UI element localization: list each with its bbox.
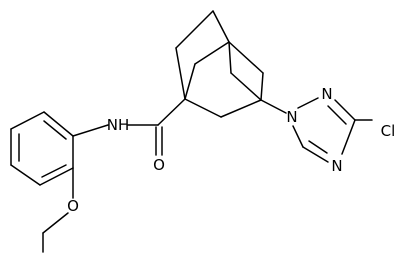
bond-ether-o-to-ch2 bbox=[42, 212, 69, 234]
atom-n4-label: N bbox=[331, 157, 342, 175]
bond-c-to-carbonyl bbox=[157, 98, 186, 126]
bond-adamantane-11 bbox=[230, 72, 262, 101]
bond-c3-to-n4 bbox=[341, 119, 356, 155]
bond-ring-4 bbox=[10, 164, 41, 186]
bond-adamantane-2 bbox=[212, 10, 230, 43]
bond-n2-to-c3-b bbox=[327, 105, 347, 125]
bond-nh-to-ring bbox=[72, 124, 109, 137]
atom-labels: NH O O N N N Cl bbox=[67, 85, 395, 215]
bond-ring-5 bbox=[39, 167, 74, 186]
bonds bbox=[10, 10, 373, 253]
atom-ether-o-label: O bbox=[67, 197, 79, 215]
bond-n1-to-n2 bbox=[297, 97, 319, 109]
bond-adamantane-8 bbox=[184, 63, 196, 100]
bond-c5-n4-inner bbox=[308, 140, 328, 154]
bond-c5-to-n1 bbox=[292, 125, 304, 148]
bond-n4-to-c5 bbox=[302, 146, 329, 163]
bond-adamantane-6 bbox=[260, 72, 264, 101]
bond-ring-2 bbox=[10, 111, 45, 130]
atom-carbonyl-o-label: O bbox=[153, 156, 165, 174]
atom-cl-label: Cl bbox=[381, 122, 396, 140]
bond-adamantane-7 bbox=[220, 99, 262, 118]
bond-adamantane-5 bbox=[184, 98, 222, 118]
bond-ring-1 bbox=[43, 111, 74, 137]
bond-ring-inner-1 bbox=[43, 120, 67, 140]
bond-adamantane-9 bbox=[194, 41, 230, 65]
atom-nh-label: NH bbox=[107, 116, 130, 134]
atom-n1-label: N bbox=[286, 108, 297, 126]
bond-adamantane-4 bbox=[228, 41, 264, 74]
bond-adamantane-3 bbox=[175, 47, 186, 100]
bond-adamantane-to-n1 bbox=[260, 99, 287, 114]
bond-ring-inner-3 bbox=[41, 164, 67, 178]
bond-adamantane-10 bbox=[228, 41, 232, 74]
bond-n2-to-c3-a bbox=[334, 99, 356, 121]
bond-adamantane-1 bbox=[175, 10, 214, 49]
atom-n2-label: N bbox=[321, 85, 332, 103]
